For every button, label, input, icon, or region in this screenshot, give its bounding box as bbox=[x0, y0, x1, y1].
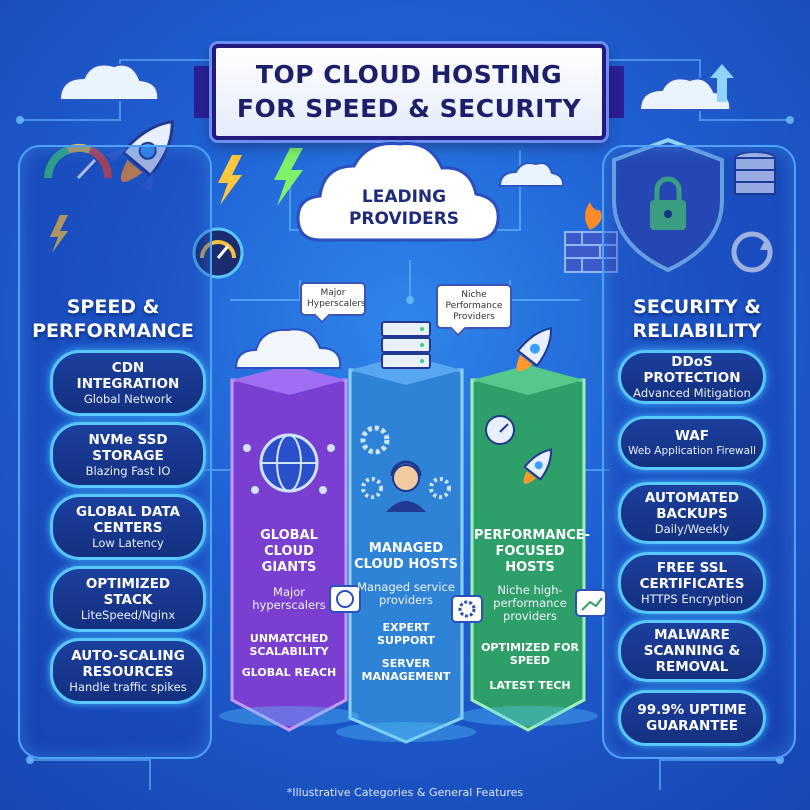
gear-icon bbox=[360, 425, 451, 499]
column-feature: UNMATCHED SCALABILITY bbox=[249, 632, 329, 658]
feature-subtitle: Blazing Fast IO bbox=[85, 463, 171, 478]
column-feature: EXPERT SUPPORT bbox=[377, 621, 435, 647]
column-feature: LATEST TECH bbox=[489, 679, 571, 692]
feature-subtitle: Advanced Mitigation bbox=[633, 385, 751, 400]
speed-performance-heading: SPEED & PERFORMANCE bbox=[18, 295, 208, 343]
feature-global-data-centers: GLOBAL DATA CENTERS Low Latency bbox=[50, 494, 206, 560]
feature-subtitle: LiteSpeed/Nginx bbox=[80, 607, 176, 622]
platform-base bbox=[219, 706, 598, 742]
feature-title: 99.9% UPTIME GUARANTEE bbox=[637, 702, 747, 734]
feature-title: DDoS PROTECTION bbox=[643, 353, 741, 386]
column-feature: OPTIMIZED FOR SPEED bbox=[481, 641, 579, 667]
feature-subtitle: Handle traffic spikes bbox=[69, 679, 187, 694]
feature-subtitle: Low Latency bbox=[92, 535, 164, 550]
speedometer-icon bbox=[44, 143, 113, 180]
feature-malware-scanning: MALWARE SCANNING & REMOVAL bbox=[618, 620, 766, 682]
column-2-text: MANAGED CLOUD HOSTS Managed service prov… bbox=[354, 541, 458, 683]
cloud-icon bbox=[234, 328, 342, 369]
support-agent-icon bbox=[386, 460, 426, 512]
heading-line: SECURITY & bbox=[633, 296, 761, 318]
column-performance-hosts bbox=[470, 365, 586, 732]
rocket-icon bbox=[523, 448, 553, 484]
feature-title: MALWARE SCANNING & REMOVAL bbox=[643, 627, 741, 675]
feature-waf: WAF Web Application Firewall bbox=[618, 416, 766, 470]
feature-title: NVMe SSD STORAGE bbox=[88, 431, 168, 464]
label-line: LEADING bbox=[361, 187, 447, 207]
lightning-icon bbox=[50, 148, 303, 253]
column-managed-cloud-hosts bbox=[348, 355, 464, 744]
feature-ddos-protection: DDoS PROTECTION Advanced Mitigation bbox=[618, 350, 766, 404]
cloud-icon bbox=[58, 63, 160, 101]
column-subtitle: Major hyperscalers bbox=[252, 585, 326, 612]
title-banner: TOP CLOUD HOSTING FOR SPEED & SECURITY bbox=[194, 44, 624, 140]
server-icon bbox=[381, 321, 431, 369]
column-feature: GLOBAL REACH bbox=[241, 666, 337, 679]
security-reliability-heading: SECURITY & RELIABILITY bbox=[602, 295, 792, 343]
heading-line: RELIABILITY bbox=[632, 320, 762, 342]
firewall-icon bbox=[564, 202, 618, 273]
feature-subtitle: Daily/Weekly bbox=[654, 521, 730, 536]
feature-subtitle: Global Network bbox=[83, 391, 173, 406]
globe-chat-icon bbox=[329, 585, 361, 613]
major-hyperscalers-bubble: Major Hyperscalers bbox=[300, 282, 366, 316]
chart-chat-icon bbox=[575, 589, 607, 617]
rocket-icon bbox=[105, 119, 174, 194]
column-1-text: GLOBAL CLOUD GIANTS Major hyperscalers U… bbox=[238, 528, 340, 679]
feature-free-ssl: FREE SSL CERTIFICATES HTTPS Encryption bbox=[618, 552, 766, 614]
feature-title: AUTO-SCALING RESOURCES bbox=[71, 647, 185, 680]
feature-title: GLOBAL DATA CENTERS bbox=[76, 503, 180, 536]
column-title: PERFORMANCE-FOCUSED HOSTS bbox=[474, 528, 591, 575]
globe-icon bbox=[243, 433, 335, 494]
feature-subtitle: Web Application Firewall bbox=[628, 444, 756, 457]
column-subtitle: Niche high-performance providers bbox=[493, 583, 567, 623]
feature-title: WAF bbox=[675, 427, 709, 444]
speedometer-icon bbox=[485, 415, 515, 445]
column-3-text: PERFORMANCE-FOCUSED HOSTS Niche high-per… bbox=[474, 528, 591, 692]
gear-chat-icon bbox=[451, 595, 483, 623]
feature-title: AUTOMATED BACKUPS bbox=[644, 489, 740, 522]
database-icon bbox=[734, 151, 776, 195]
heading-line: SPEED & bbox=[66, 296, 160, 318]
title-line-1: TOP CLOUD HOSTING bbox=[255, 60, 563, 89]
speedometer-icon bbox=[192, 227, 244, 279]
column-subtitle: Managed service providers bbox=[357, 580, 455, 607]
heading-line: PERFORMANCE bbox=[32, 320, 194, 342]
feature-title: OPTIMIZED STACK bbox=[85, 575, 171, 608]
rocket-icon bbox=[516, 326, 552, 372]
feature-uptime-guarantee: 99.9% UPTIME GUARANTEE bbox=[618, 690, 766, 746]
niche-providers-bubble: Niche Performance Providers bbox=[436, 284, 512, 329]
title-line-2: FOR SPEED & SECURITY bbox=[236, 94, 582, 123]
footnote: *Illustrative Categories & General Featu… bbox=[286, 786, 524, 799]
feature-automated-backups: AUTOMATED BACKUPS Daily/Weekly bbox=[618, 482, 766, 544]
cloud-icon bbox=[498, 162, 565, 187]
column-feature: SERVER MANAGEMENT bbox=[361, 657, 451, 683]
leading-providers-label: LEADING PROVIDERS bbox=[318, 186, 490, 230]
feature-subtitle: HTTPS Encryption bbox=[640, 591, 744, 606]
feature-title: CDN INTEGRATION bbox=[76, 359, 180, 392]
feature-title: FREE SSL CERTIFICATES bbox=[639, 559, 745, 592]
column-title: GLOBAL CLOUD GIANTS bbox=[260, 528, 318, 575]
feature-optimized-stack: OPTIMIZED STACK LiteSpeed/Nginx bbox=[50, 566, 206, 632]
label-line: PROVIDERS bbox=[348, 209, 460, 229]
cloud-icon bbox=[296, 141, 500, 242]
feature-cdn-integration: CDN INTEGRATION Global Network bbox=[50, 350, 206, 416]
refresh-icon bbox=[731, 231, 773, 273]
up-arrow-icon bbox=[710, 64, 734, 102]
feature-auto-scaling: AUTO-SCALING RESOURCES Handle traffic sp… bbox=[50, 638, 206, 704]
column-title: MANAGED CLOUD HOSTS bbox=[354, 541, 458, 572]
shield-lock-icon bbox=[612, 137, 724, 273]
feature-nvme-ssd: NVMe SSD STORAGE Blazing Fast IO bbox=[50, 422, 206, 488]
